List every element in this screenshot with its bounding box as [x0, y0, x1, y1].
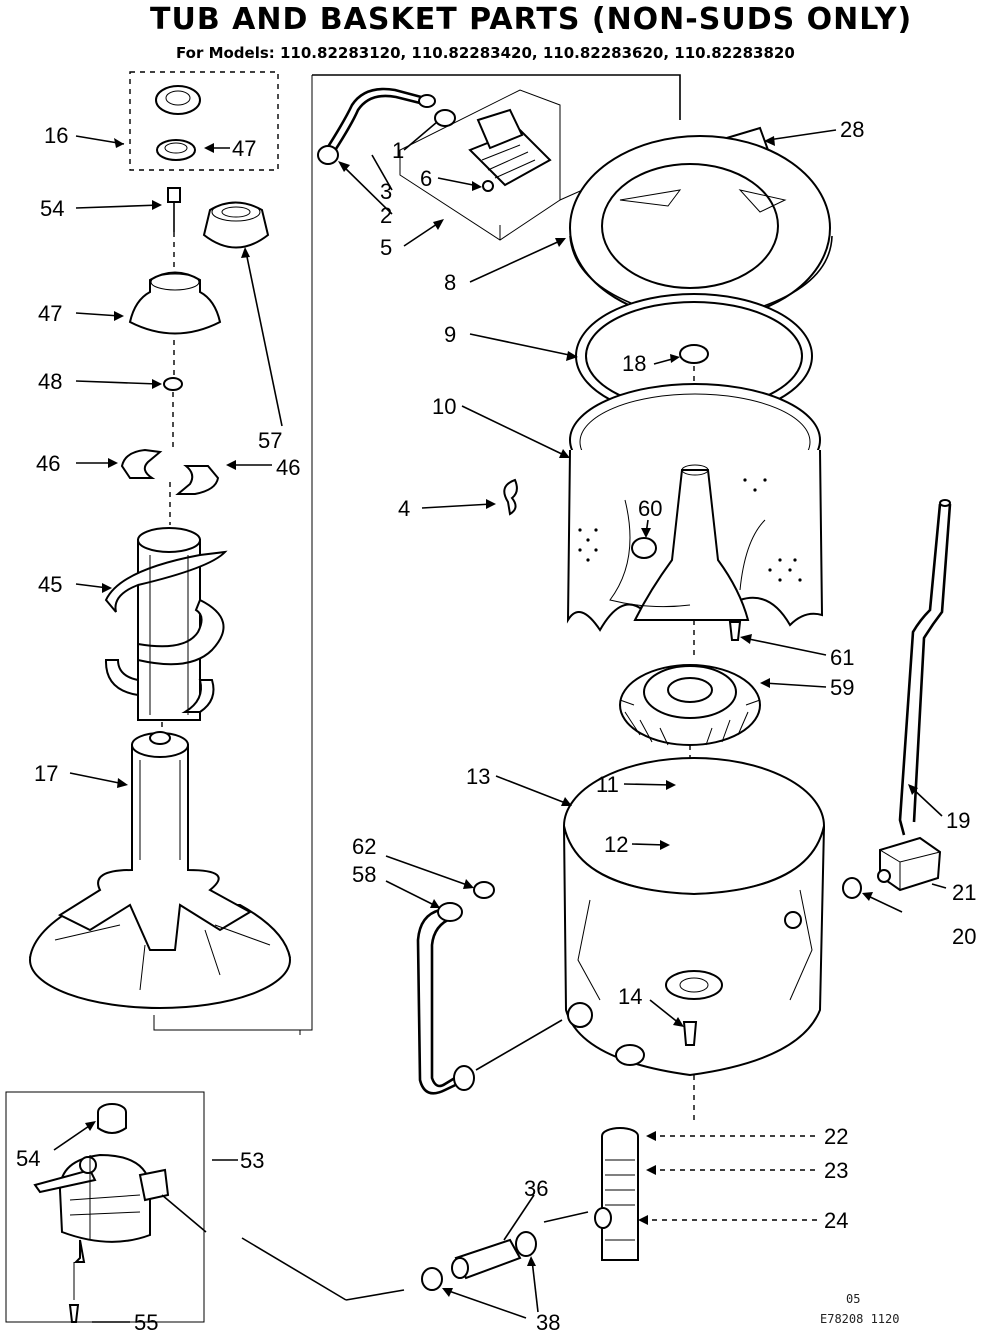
callout-61: 61: [830, 645, 854, 670]
callout-38: 38: [536, 1310, 560, 1333]
agitator-assembly: [29, 71, 291, 1009]
part-61-screw: [728, 621, 742, 641]
part-46-washer: [163, 377, 183, 391]
callout-59: 59: [830, 675, 854, 700]
page-title: TUB AND BASKET PARTS (NON-SUDS ONLY): [150, 2, 913, 37]
callout-47: 47: [232, 136, 256, 161]
part-53-pump: [33, 1153, 170, 1263]
part-14-bolt: [682, 1021, 698, 1046]
callout-9: 9: [444, 322, 456, 347]
pump-leader-lines: [53, 1121, 589, 1323]
part-6-pressure-switch: [468, 108, 552, 192]
callout-48: 54: [40, 196, 64, 221]
callout-22: 22: [824, 1124, 848, 1149]
part-55-screw: [68, 1304, 80, 1323]
callout-12: 12: [604, 832, 628, 857]
callout-20: 20: [952, 924, 976, 949]
part-58-drain-hose: [416, 881, 495, 1095]
callout-44-right: 46: [276, 455, 300, 480]
callout-62: 62: [352, 834, 376, 859]
footer-code: E78208 1120: [820, 1312, 900, 1326]
callout-46: 48: [38, 369, 62, 394]
part-62-clamp: [473, 881, 495, 899]
callout-13: 13: [466, 764, 490, 789]
part-16-group-box: [129, 71, 279, 171]
part-10-basket: [566, 383, 824, 632]
callout-14: 14: [618, 984, 642, 1009]
callout-18: 18: [622, 351, 646, 376]
callout-55: 55: [134, 1310, 158, 1333]
part-59-basket-hub: [619, 664, 761, 746]
callout-57: 57: [258, 428, 282, 453]
callout-16: 16: [44, 123, 68, 148]
pump-group: [5, 1091, 537, 1323]
callout-43: 45: [38, 572, 62, 597]
callout-17: 17: [34, 761, 58, 786]
inlet-group: [153, 74, 681, 1035]
callout-6: 6: [420, 166, 432, 191]
callout-24: 24: [824, 1208, 848, 1233]
callout-4: 4: [398, 496, 410, 521]
callout-53: 53: [240, 1148, 264, 1173]
part-60-plug: [631, 537, 657, 559]
part-17-agitator-base: [29, 731, 291, 1009]
part-2-grommet: [317, 145, 339, 165]
callout-8: 8: [444, 270, 456, 295]
right-leader-lines: [385, 238, 947, 1225]
inlet-leader-lines: [338, 121, 837, 247]
footer-code-small: 05: [846, 1292, 861, 1306]
part-18-nut: [679, 344, 709, 364]
callout-45: 47: [38, 301, 62, 326]
part-38-clamp: [421, 1267, 443, 1291]
callout-11: 11: [596, 772, 619, 797]
part-44-dog-left: [120, 448, 163, 479]
part-43-auger: [104, 527, 228, 721]
callout-36: 36: [524, 1176, 548, 1201]
callout-labels: 16 47 54 47 48 46 46 45 17 57 1 6 3 2 5 …: [16, 117, 976, 1333]
part-20-seal: [842, 877, 862, 899]
part-44-dog-right: [175, 465, 220, 495]
part-4-clip: [503, 478, 518, 516]
part-45-agitator-cap: [128, 271, 222, 335]
part-13-outer-tub: [563, 757, 825, 1077]
part-16-cap: [155, 85, 201, 115]
callout-60: 60: [638, 496, 662, 521]
callout-3: 3: [380, 179, 392, 204]
part-36-coupling: [451, 1231, 537, 1280]
callout-2: 2: [380, 203, 392, 228]
callout-21: 21: [952, 880, 976, 905]
part-22-24-drive-tube: [594, 1127, 639, 1261]
part-57-fabric-softener-cup: [202, 201, 270, 249]
part-19-hose: [898, 499, 952, 836]
part-3-hose: [324, 87, 426, 151]
callout-54: 54: [16, 1146, 40, 1171]
callout-1: 1: [392, 138, 404, 163]
part-21-nozzle: [877, 836, 942, 892]
left-leader-lines: [69, 135, 283, 788]
model-list: For Models: 110.82283120, 110.82283420, …: [176, 44, 795, 62]
part-48-bolt: [167, 187, 181, 203]
callout-5: 5: [380, 235, 392, 260]
callout-19: 19: [946, 808, 970, 833]
callout-28: 28: [840, 117, 864, 142]
callout-10: 10: [432, 394, 456, 419]
part-1-clamp: [434, 109, 456, 127]
callout-23: 23: [824, 1158, 848, 1183]
callout-44-left: 46: [36, 451, 60, 476]
callout-58: 58: [352, 862, 376, 887]
